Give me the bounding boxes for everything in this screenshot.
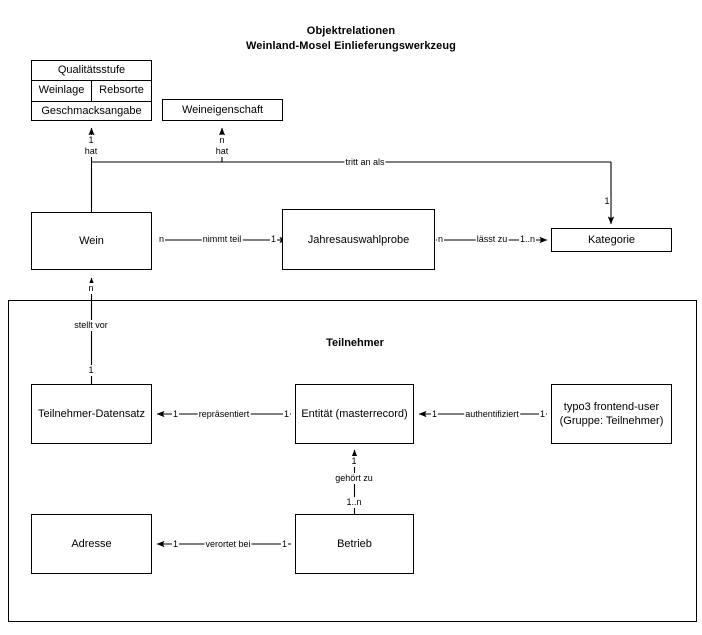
entity-teilnehmer-datensatz-label: Teilnehmer-Datensatz xyxy=(38,408,145,420)
entity-entitaet-masterrecord-label: Entität (masterrecord) xyxy=(301,408,408,420)
table-row[interactable]: Weinlage Rebsorte xyxy=(32,81,151,102)
relation-label-gehoert-zu: gehört zu xyxy=(334,473,374,484)
entity-typo3-frontend-user-label-line2: (Gruppe: Teilnehmer) xyxy=(559,415,664,427)
attribute-geschmacksangabe: Geschmacksangabe xyxy=(41,105,142,118)
cardinality-kategorie-laesst-zu: 1..n xyxy=(519,234,537,245)
relation-label-stellt-vor: stellt vor xyxy=(73,320,109,331)
entity-adresse[interactable]: Adresse xyxy=(31,514,152,574)
entity-kategorie[interactable]: Kategorie xyxy=(551,228,672,252)
entity-wein-label: Wein xyxy=(79,235,104,247)
entity-jahresauswahlprobe[interactable]: Jahresauswahlprobe xyxy=(282,209,435,270)
table-row[interactable]: Qualitätsstufe xyxy=(32,61,151,82)
cardinality-entitaet-repraesentiert: 1 xyxy=(283,409,291,420)
relation-label-repraesentiert: repräsentiert xyxy=(197,409,251,420)
entity-teilnehmer-datensatz[interactable]: Teilnehmer-Datensatz xyxy=(31,384,152,444)
diagram-title-line1: Objektrelationen xyxy=(306,25,396,37)
entity-typo3-frontend-user-label-line1: typo3 frontend-user xyxy=(563,401,660,413)
cardinality-teilnehmerdatensatz-stellt-vor: 1 xyxy=(87,365,95,376)
relation-label-verortet-bei: verortet bei xyxy=(204,539,252,550)
entity-adresse-label: Adresse xyxy=(71,538,112,550)
relation-label-hat-qualitaetsstufe: hat xyxy=(83,146,99,157)
entity-weineigenschaft-label: Weineigenschaft xyxy=(181,104,264,116)
cardinality-wein-nimmt-teil: n xyxy=(158,234,166,245)
entity-betrieb-label: Betrieb xyxy=(337,538,372,550)
cardinality-teilnehmerdatensatz-repraesentiert: 1 xyxy=(172,409,180,420)
entity-jahresauswahlprobe-label: Jahresauswahlprobe xyxy=(307,233,410,246)
relation-label-hat-weineigenschaft: hat xyxy=(214,146,230,157)
cardinality-adresse-verortet-bei: 1 xyxy=(172,539,180,550)
cardinality-kategorie-tritt-an-als: 1 xyxy=(603,196,611,207)
relation-label-tritt-an-als: tritt an als xyxy=(344,157,386,168)
cardinality-wein-qualitaetsstufe: 1 xyxy=(87,135,95,146)
entity-kategorie-label: Kategorie xyxy=(587,234,636,246)
cardinality-betrieb-gehoert-zu: 1..n xyxy=(345,497,363,508)
attribute-rebsorte: Rebsorte xyxy=(99,84,144,97)
table-row[interactable]: Geschmacksangabe xyxy=(32,102,151,122)
cardinality-wein-stellt-vor: n xyxy=(87,283,95,294)
attribute-weinlage: Weinlage xyxy=(32,81,92,101)
diagram-title: Objektrelationen Weinland-Mosel Einliefe… xyxy=(0,24,702,54)
cardinality-entitaet-gehoert-zu: 1 xyxy=(350,456,358,467)
entity-entitaet-masterrecord[interactable]: Entität (masterrecord) xyxy=(295,384,414,444)
cardinality-wein-weineigenschaft: n xyxy=(218,135,226,146)
entity-wein[interactable]: Wein xyxy=(31,212,152,270)
entity-typo3-frontend-user[interactable]: typo3 frontend-user (Gruppe: Teilnehmer) xyxy=(551,384,672,444)
relation-label-nimmt-teil: nimmt teil xyxy=(201,234,243,245)
entity-betrieb[interactable]: Betrieb xyxy=(295,514,414,574)
cardinality-jahresauswahlprobe-nimmt-teil: 1 xyxy=(270,234,278,245)
attribute-qualitaetsstufe: Qualitätsstufe xyxy=(57,64,126,77)
diagram-title-line2: Weinland-Mosel Einlieferungswerkzeug xyxy=(246,40,456,52)
relation-label-laesst-zu: lässt zu xyxy=(475,234,509,245)
teilnehmer-panel-title: Teilnehmer xyxy=(326,337,384,349)
teilnehmer-panel xyxy=(8,300,697,622)
relation-label-authentifiziert: authentifiziert xyxy=(464,409,520,420)
cardinality-entitaet-authentifiziert: 1 xyxy=(431,409,439,420)
cardinality-jahresauswahlprobe-laesst-zu: n xyxy=(437,234,445,245)
weineigenschaft-attribute-table[interactable]: Qualitätsstufe Weinlage Rebsorte Geschma… xyxy=(31,60,152,121)
cardinality-betrieb-verortet-bei: 1 xyxy=(281,539,289,550)
cardinality-typo3-authentifiziert: 1 xyxy=(539,409,547,420)
entity-weineigenschaft[interactable]: Weineigenschaft xyxy=(162,99,283,121)
